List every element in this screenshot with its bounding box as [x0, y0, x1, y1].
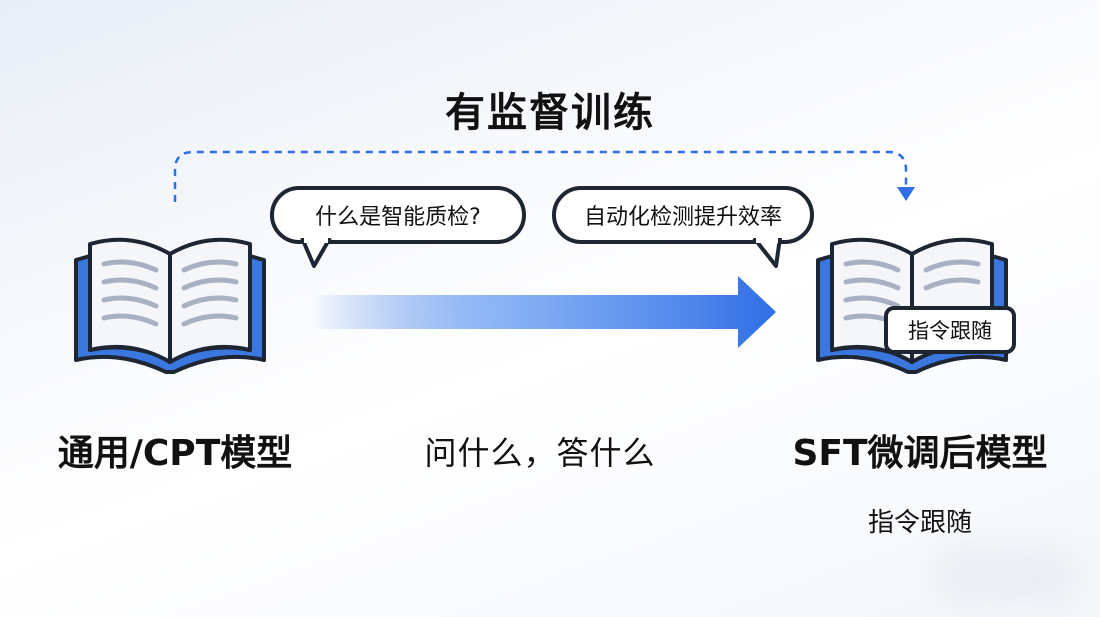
diagram-title: 有监督训练 [445, 90, 655, 136]
answer-bubble: 自动化检测提升效率 [552, 186, 814, 244]
question-bubble-text: 什么是智能质检? [315, 205, 481, 230]
background-blob [935, 545, 1075, 605]
question-bubble: 什么是智能质检? [270, 186, 526, 244]
open-book-icon [74, 237, 266, 374]
sft-model-label: SFT微调后模型 [792, 433, 1048, 474]
gradient-arrow-icon [310, 276, 776, 348]
qa-label: 问什么，答什么 [424, 434, 656, 472]
answer-bubble-text: 自动化检测提升效率 [583, 205, 782, 230]
bubble-tail-icon [752, 238, 782, 268]
general-model-label: 通用/CPT模型 [57, 433, 293, 474]
instruction-following-label: 指令跟随 [867, 508, 972, 538]
instruction-badge: 指令跟随 [884, 306, 1016, 354]
bubble-tail-icon [300, 238, 332, 268]
arrowhead-icon [897, 187, 915, 201]
